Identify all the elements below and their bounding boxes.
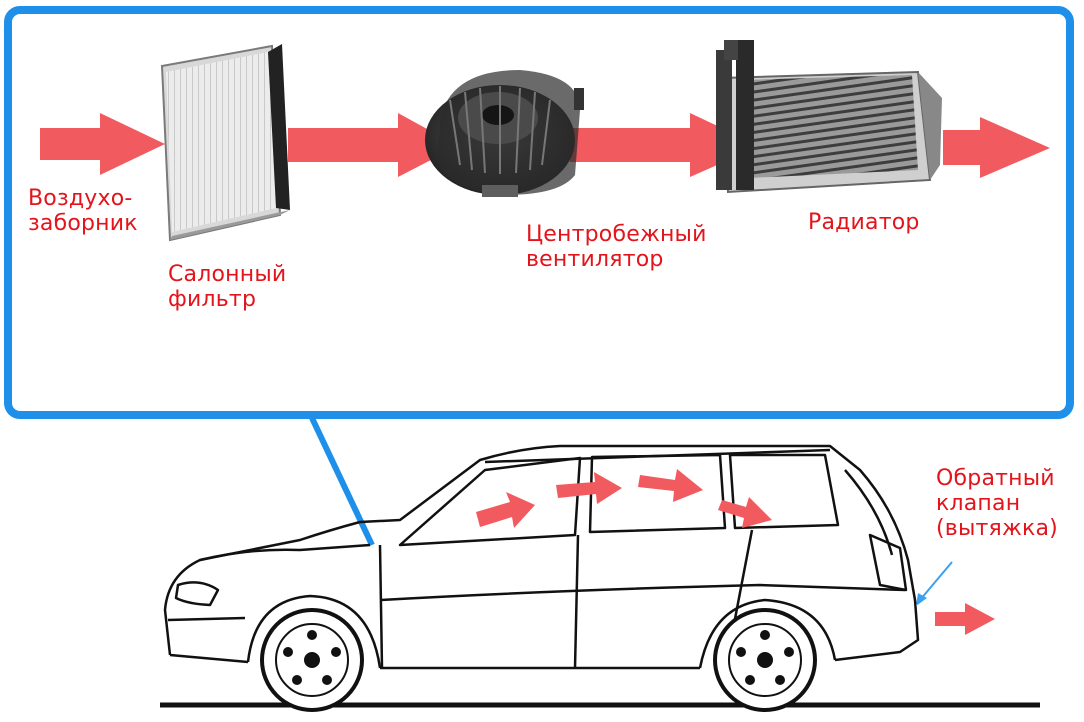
- cabin-flow-arrow-3: [638, 469, 703, 502]
- frame-connector-line: [309, 416, 375, 547]
- rear-wheel: [713, 608, 817, 712]
- flow-arrow-filter-to-fan: [288, 113, 458, 177]
- flow-arrow-fan-to-radiator: [570, 113, 760, 177]
- cabin-flow-arrow-1: [476, 492, 535, 528]
- check-valve-pointer: [919, 561, 953, 601]
- exhaust-flow-arrow: [935, 603, 995, 635]
- label-radiator: Радиатор: [808, 210, 920, 235]
- radiator-image: [716, 40, 942, 194]
- cabin-flow-arrow-2: [556, 472, 622, 504]
- cabin-flow-arrow-4: [718, 497, 772, 528]
- label-centrifugal-fan: Центробежный вентилятор: [526, 222, 707, 272]
- car-outline-image: [160, 444, 1040, 708]
- flow-arrow-outlet: [943, 117, 1050, 178]
- label-check-valve: Обратный клапан (вытяжка): [936, 466, 1058, 541]
- label-air-intake: Воздухо- заборник: [28, 186, 138, 236]
- flow-arrow-intake: [40, 113, 165, 175]
- cabin-filter-image: [160, 44, 290, 242]
- front-wheel: [260, 608, 364, 712]
- label-cabin-filter: Салонный фильтр: [168, 262, 287, 312]
- centrifugal-fan-image: [425, 70, 584, 197]
- check-valve-pointer-head: [916, 593, 927, 606]
